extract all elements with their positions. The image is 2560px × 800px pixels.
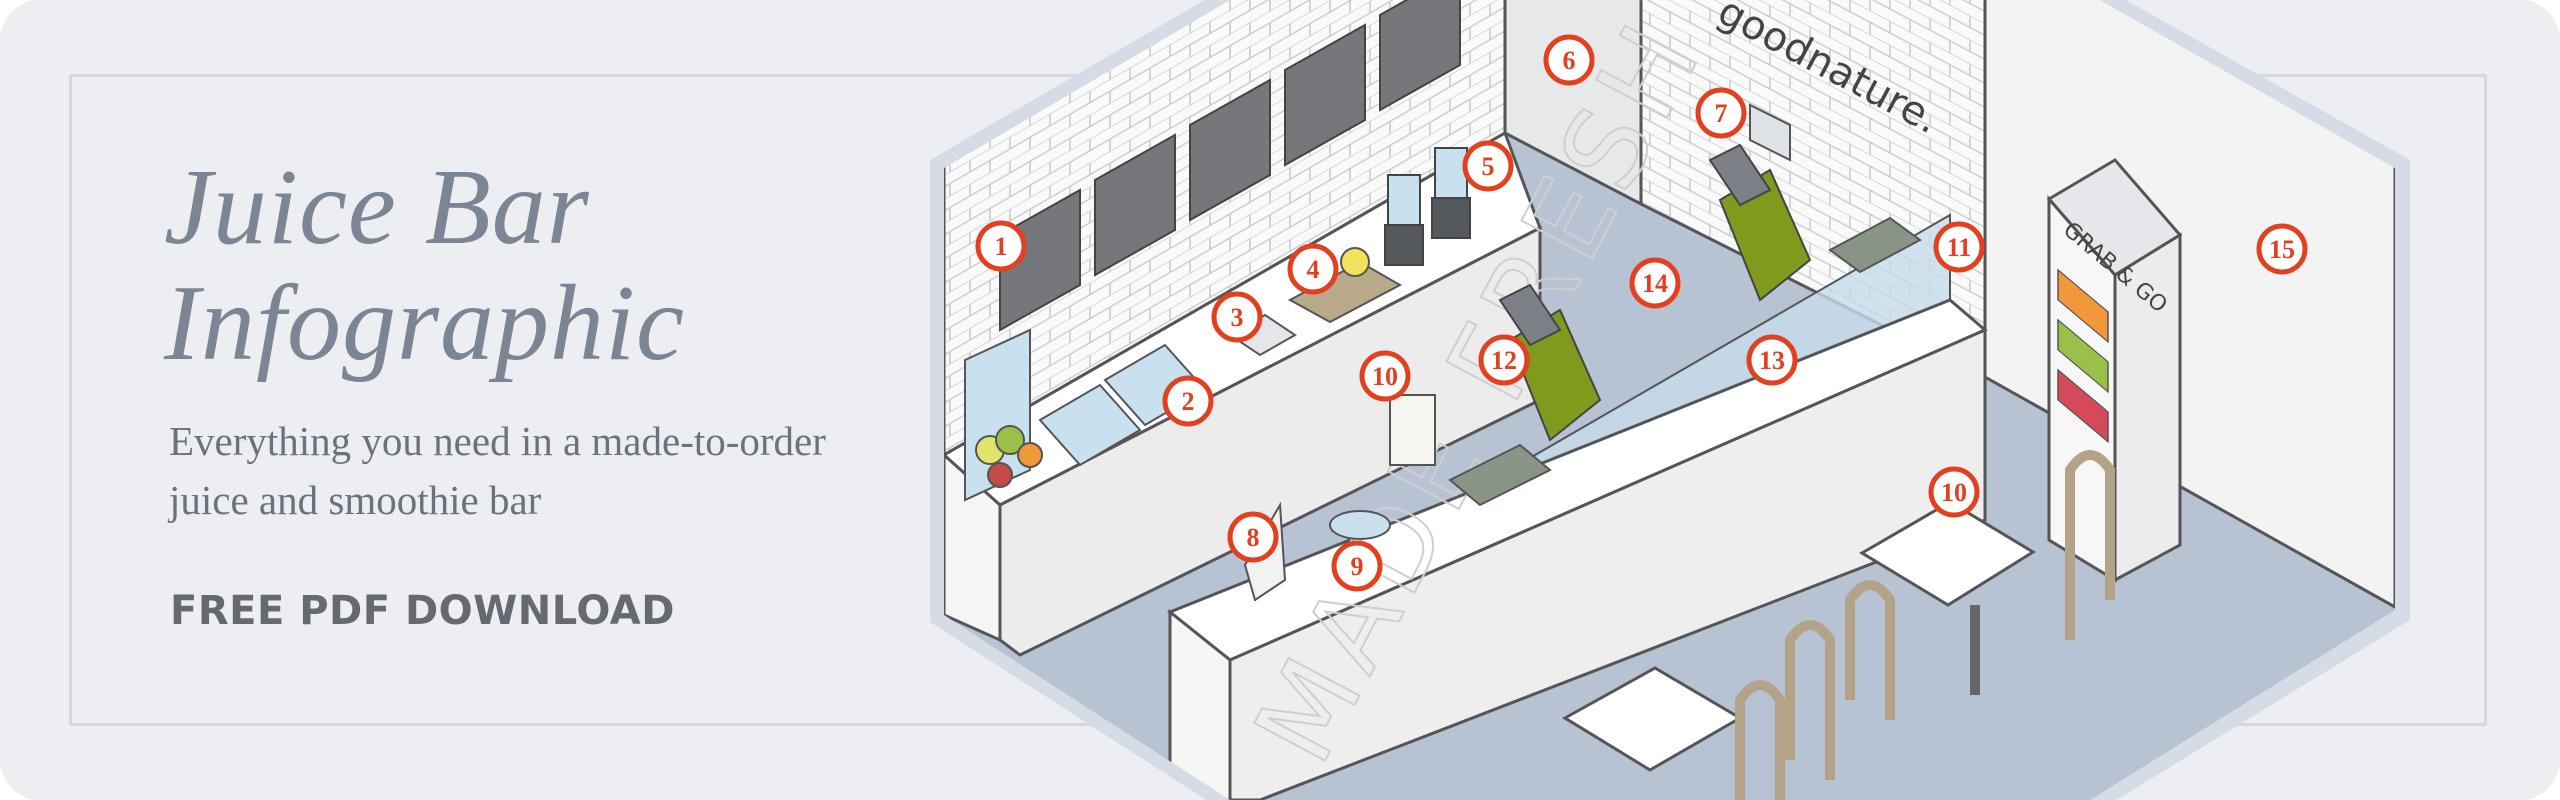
marker-8[interactable]: 8	[1227, 511, 1279, 563]
marker-circle	[1746, 334, 1798, 386]
cooler-lid	[1038, 383, 1142, 467]
marker-number: 2	[1182, 387, 1195, 416]
marker-circle	[1462, 140, 1514, 192]
marker-circle	[1331, 540, 1383, 592]
banner-subtitle: Everything you need in a made-to-order j…	[169, 418, 826, 523]
marker-number: 5	[1482, 152, 1495, 181]
marker-circle	[1359, 350, 1411, 402]
marker-10[interactable]: 10	[1928, 466, 1980, 518]
marker-number: 6	[1563, 46, 1576, 75]
marker-number: 3	[1231, 303, 1244, 332]
marker-6[interactable]: 6	[1543, 34, 1595, 86]
marker-3[interactable]: 3	[1211, 291, 1263, 343]
pineapple	[1340, 247, 1370, 277]
juicers	[1498, 143, 1812, 442]
marker-number: 7	[1715, 99, 1728, 128]
marker-number: 10	[1941, 478, 1967, 507]
marker-circle	[1478, 334, 1530, 386]
marker-circle	[1227, 511, 1279, 563]
marker-number: 13	[1759, 346, 1785, 375]
front-counter-side	[1168, 608, 1232, 800]
marker-number: 12	[1491, 346, 1517, 375]
marker-number: 9	[1351, 552, 1364, 581]
menu-stand	[1389, 394, 1436, 466]
prep-board-2	[1828, 216, 1922, 274]
marker-circle	[1287, 243, 1339, 295]
banner-title: Juice Bar Infographic	[164, 150, 685, 382]
marker-number: 15	[2269, 235, 2295, 264]
marker-circle	[2256, 223, 2308, 275]
right-wall	[1983, 0, 2395, 610]
marker-circle	[1211, 291, 1263, 343]
hand-sink	[1749, 103, 1791, 162]
marker-1[interactable]: 1	[975, 220, 1027, 272]
marker-circle	[1629, 257, 1681, 309]
marker-5[interactable]: 5	[1462, 140, 1514, 192]
marker-number: 11	[1947, 233, 1972, 262]
marker-circle	[1695, 87, 1747, 139]
marker-number: 10	[1372, 362, 1398, 391]
chairs	[1735, 450, 2115, 800]
marker-circle	[1543, 34, 1595, 86]
marker-number: 8	[1247, 523, 1260, 552]
marker-number: 1	[995, 232, 1008, 261]
marker-10[interactable]: 10	[1359, 350, 1411, 402]
marker-9[interactable]: 9	[1331, 540, 1383, 592]
marker-circle	[975, 220, 1027, 272]
free-pdf-download-link[interactable]: FREE PDF DOWNLOAD	[170, 588, 675, 634]
marker-circle	[1162, 375, 1214, 427]
cafe-table	[1859, 500, 2036, 607]
marker-7[interactable]: 7	[1695, 87, 1747, 139]
marker-number: 4	[1307, 255, 1320, 284]
blenders	[1384, 147, 1471, 266]
marker-15[interactable]: 15	[2256, 223, 2308, 275]
produce-bowl	[1329, 510, 1391, 540]
marker-4[interactable]: 4	[1287, 243, 1339, 295]
marker-14[interactable]: 14	[1629, 257, 1681, 309]
produce	[975, 425, 1043, 488]
menu-boards	[999, 0, 1461, 332]
title-line-1: Juice Bar	[164, 148, 590, 267]
marker-11[interactable]: 11	[1933, 221, 1985, 273]
marker-12[interactable]: 12	[1478, 334, 1530, 386]
marker-number: 14	[1642, 269, 1668, 298]
marker-2[interactable]: 2	[1162, 375, 1214, 427]
title-line-2: Infographic	[164, 264, 685, 383]
juice-bottles	[2057, 268, 2109, 444]
marker-13[interactable]: 13	[1746, 334, 1798, 386]
prep-board	[1448, 443, 1552, 507]
marker-circle	[1933, 221, 1985, 273]
marker-circle	[1928, 466, 1980, 518]
table-leg	[1970, 605, 1980, 695]
